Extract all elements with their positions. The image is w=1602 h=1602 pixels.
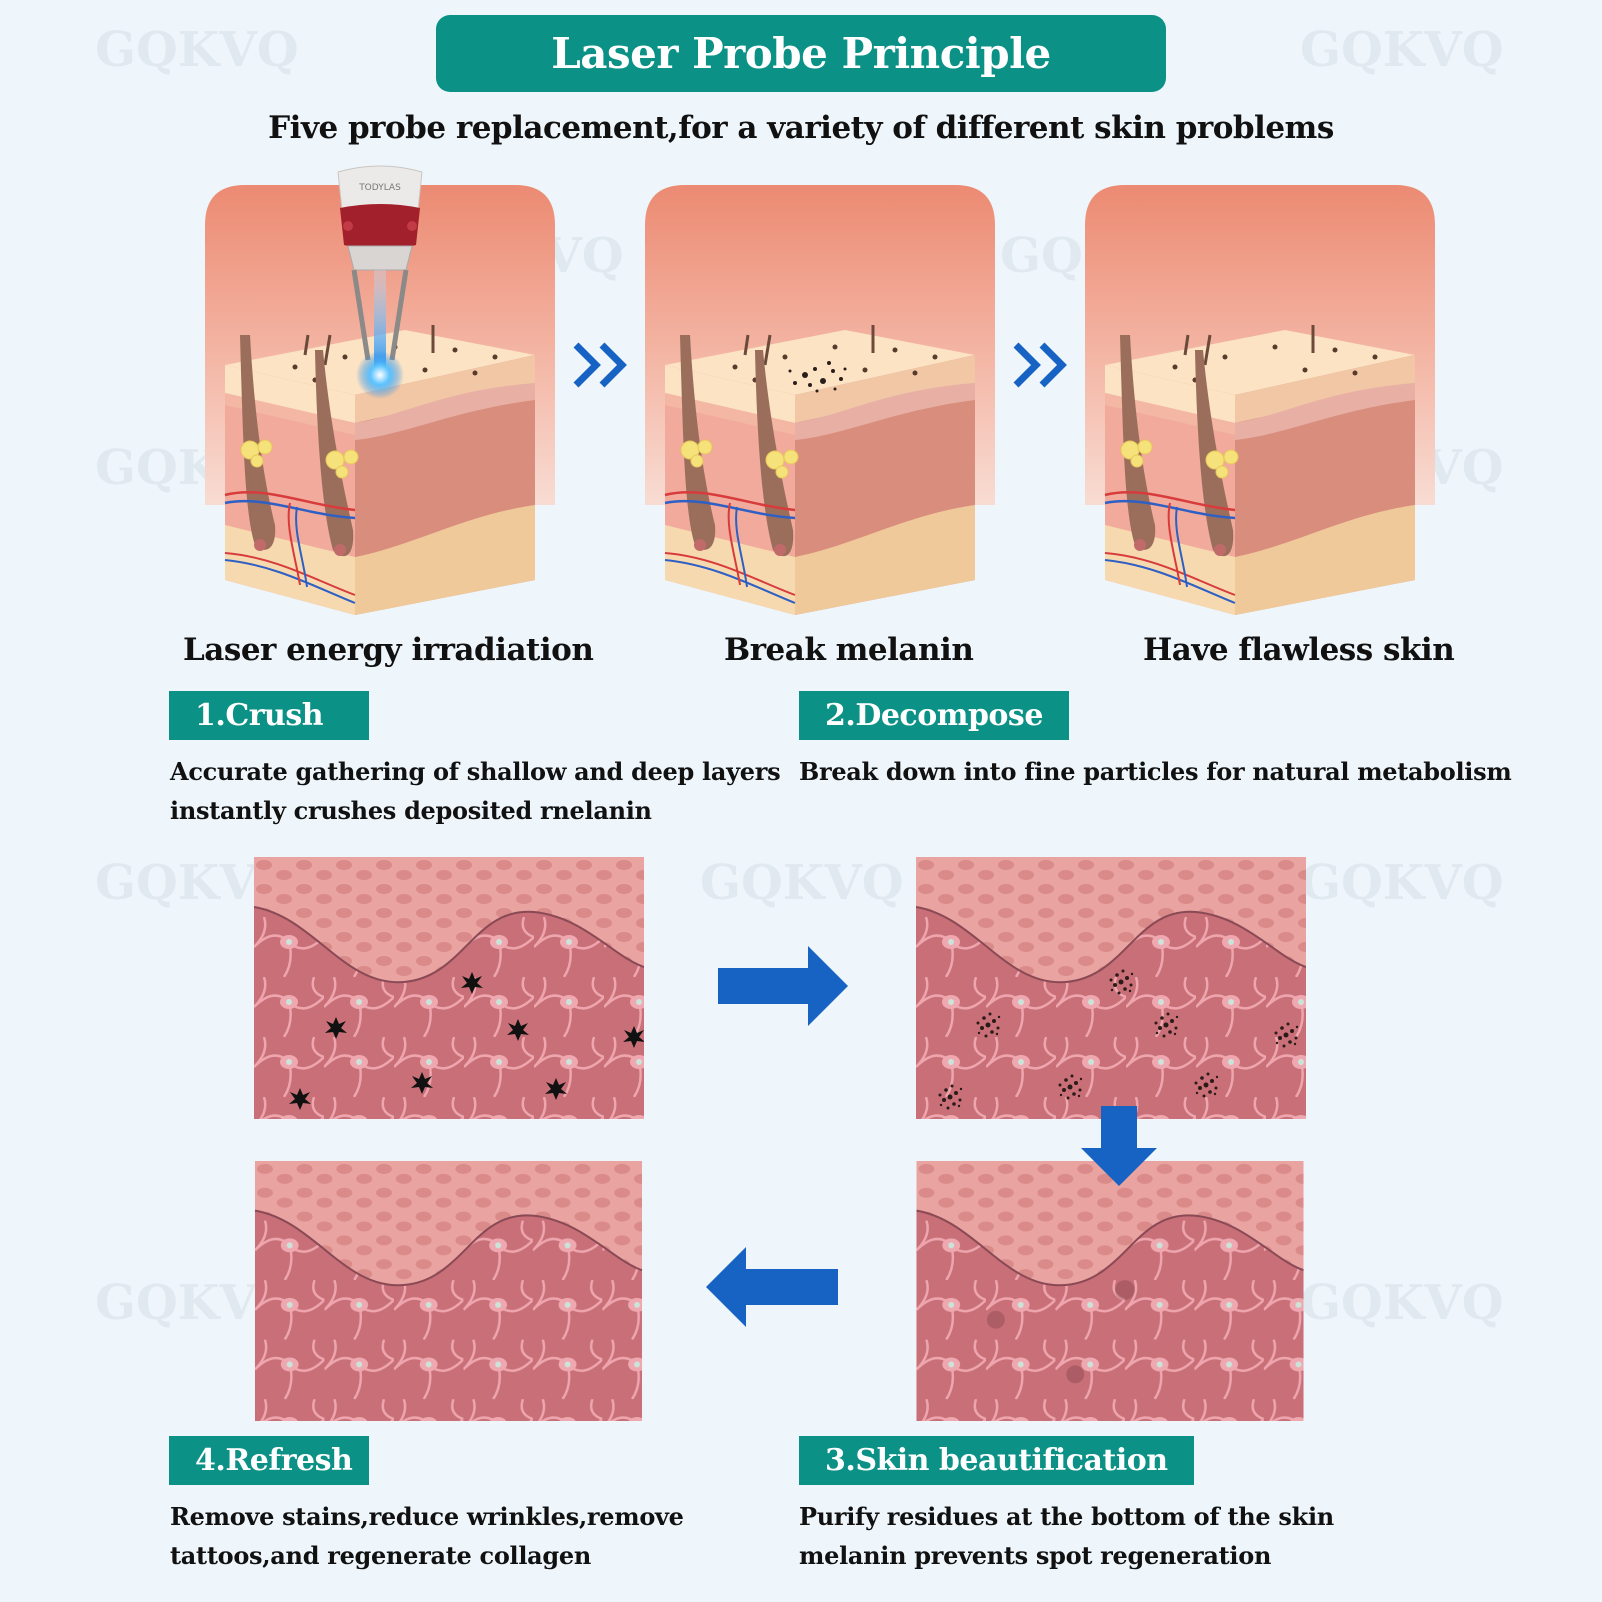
stage-panel-flawless <box>1085 185 1435 620</box>
step-tag-decompose: 2.Decompose <box>799 691 1069 740</box>
description-line: Purify residues at the bottom of the ski… <box>799 1502 1334 1531</box>
double-chevron-right-icon <box>1012 340 1072 394</box>
double-chevron-right-icon <box>572 340 632 394</box>
step-description-decompose: Break down into fine particles for natur… <box>799 752 1512 791</box>
page-title-banner: Laser Probe Principle <box>436 15 1166 92</box>
watermark: GQKVQ <box>95 22 299 78</box>
description-line: Accurate gathering of shallow and deep l… <box>170 757 781 786</box>
watermark: GQKVQ <box>700 855 904 911</box>
arrow-right-icon <box>718 946 848 1030</box>
stage-caption: Have flawless skin <box>1143 632 1455 668</box>
step-description-skin-beautification: Purify residues at the bottom of the ski… <box>799 1497 1334 1575</box>
description-line: instantly crushes deposited rnelanin <box>170 796 652 825</box>
laser-probe-device: TODYLAS <box>330 160 430 410</box>
tissue-panel-crush <box>253 856 645 1120</box>
arrow-down-icon <box>1079 1106 1159 1190</box>
probe-label: TODYLAS <box>358 183 401 193</box>
arrow-left-icon <box>706 1247 838 1331</box>
page-title: Laser Probe Principle <box>551 29 1051 78</box>
stage-caption: Laser energy irradiation <box>183 632 594 668</box>
tissue-panel-beautification <box>914 1160 1306 1422</box>
tissue-panel-decompose <box>915 856 1307 1120</box>
stage-panel-break-melanin <box>645 185 995 620</box>
description-line: Remove stains,reduce wrinkles,remove <box>170 1502 684 1531</box>
watermark: GQKVQ <box>1300 1275 1504 1331</box>
step-description-refresh: Remove stains,reduce wrinkles,remove tat… <box>170 1497 684 1575</box>
watermark: GQKVQ <box>1300 22 1504 78</box>
melanin-burst <box>788 361 847 393</box>
watermark: GQKVQ <box>1300 855 1504 911</box>
stage-caption: Break melanin <box>724 632 974 668</box>
step-tag-crush: 1.Crush <box>169 691 369 740</box>
page-subtitle: Five probe replacement,for a variety of … <box>268 110 1334 146</box>
step-tag-refresh: 4.Refresh <box>169 1436 369 1485</box>
description-line: melanin prevents spot regeneration <box>799 1541 1272 1570</box>
description-line: tattoos,and regenerate collagen <box>170 1541 592 1570</box>
step-description-crush: Accurate gathering of shallow and deep l… <box>170 752 781 830</box>
tissue-panel-refresh <box>253 1160 644 1422</box>
description-line: Break down into fine particles for natur… <box>799 757 1512 786</box>
step-tag-skin-beautification: 3.Skin beautification <box>799 1436 1194 1485</box>
